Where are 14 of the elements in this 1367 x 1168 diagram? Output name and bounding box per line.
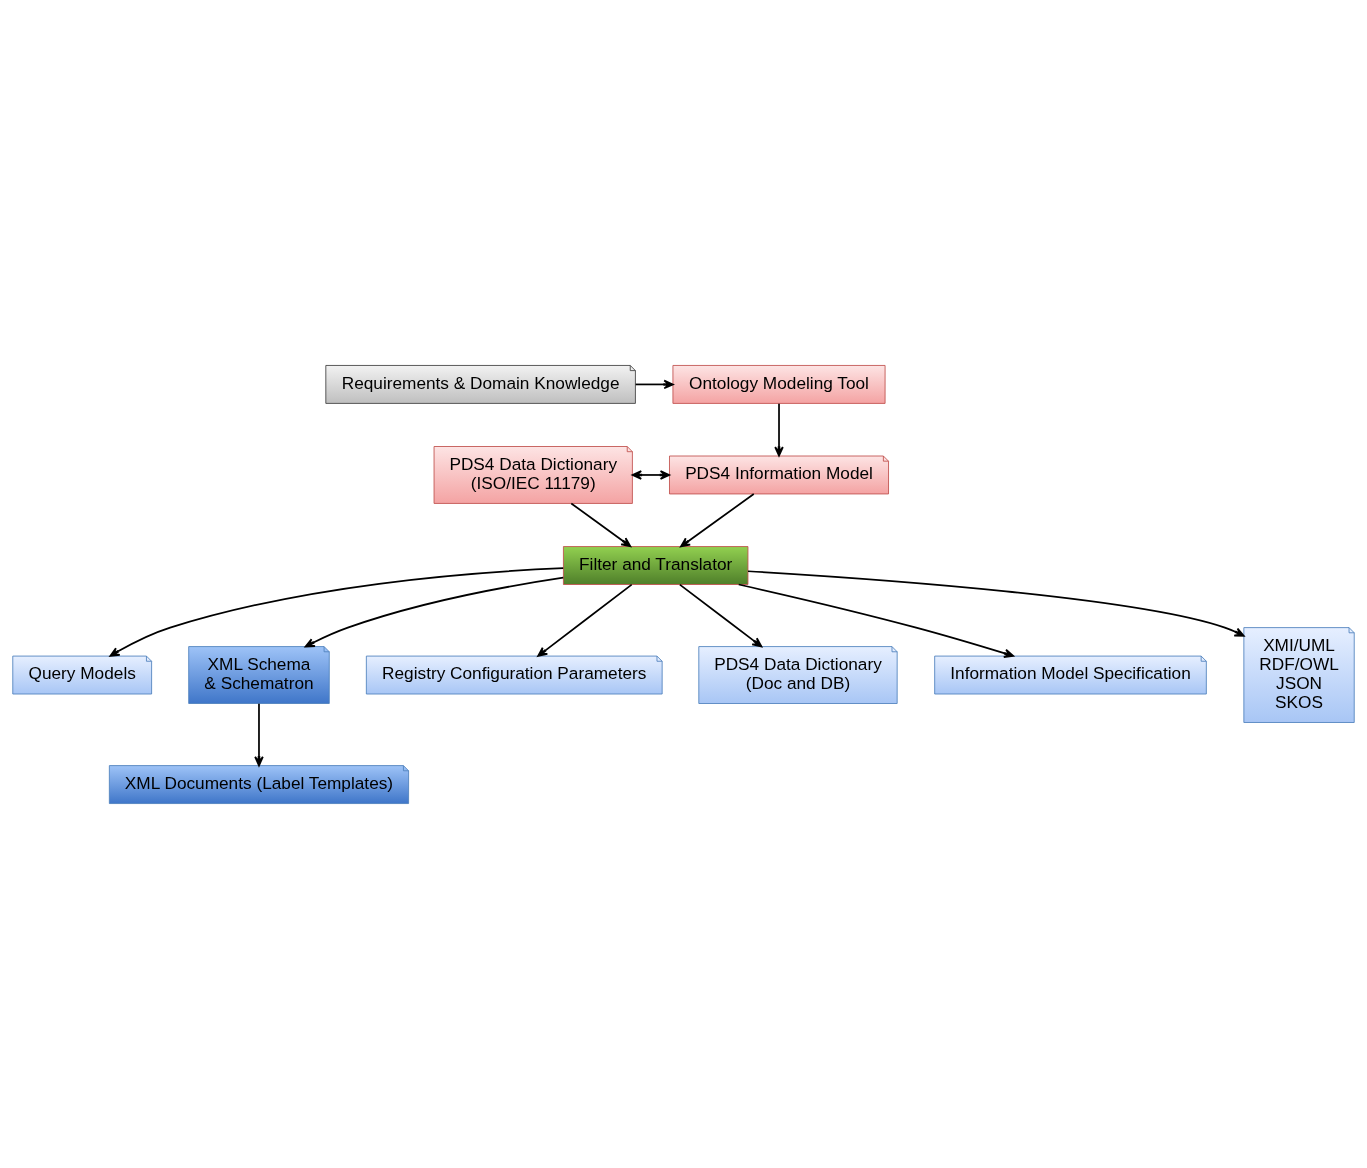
- arrow: [254, 702, 264, 766]
- arrow: [631, 469, 671, 480]
- arrow: [634, 379, 674, 389]
- arrow: [109, 566, 565, 657]
- arrow: [537, 583, 633, 657]
- arrow: [570, 502, 632, 547]
- arrow: [737, 583, 1015, 658]
- arrow: [747, 569, 1245, 637]
- arrow: [304, 576, 565, 647]
- node-box: Ontology Modeling Tool: [672, 364, 886, 404]
- arrow: [680, 492, 755, 547]
- node-box: Filter and Translator: [563, 545, 749, 585]
- arrow: [774, 402, 784, 457]
- arrow: [678, 583, 763, 647]
